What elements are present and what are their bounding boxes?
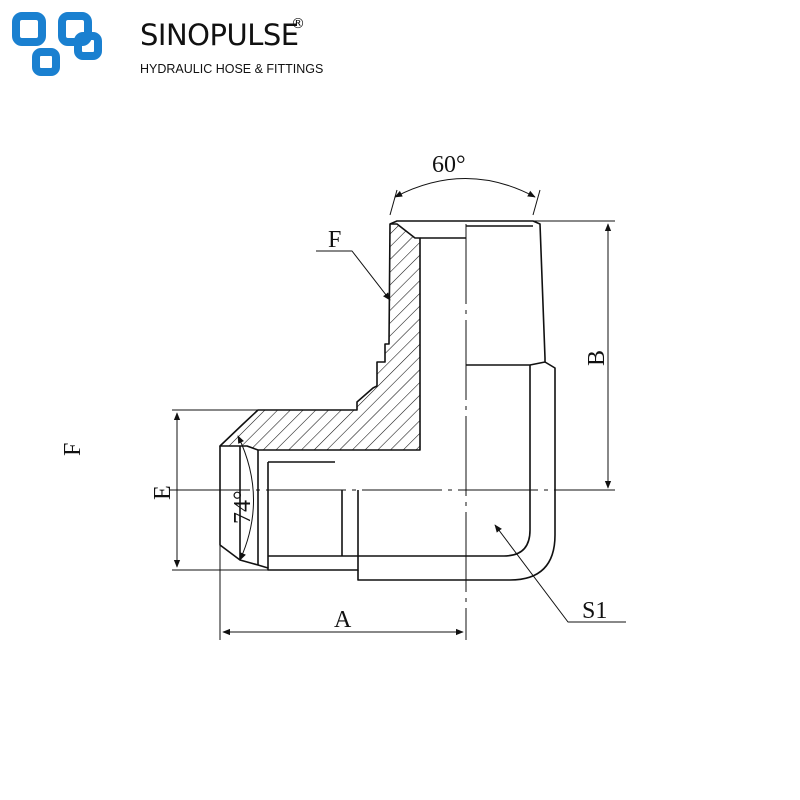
- label-a: A: [334, 607, 352, 633]
- registered-mark: ®: [291, 16, 305, 32]
- label-b: B: [584, 350, 610, 366]
- leader-f: [316, 250, 391, 301]
- brand-tagline: HYDRAULIC HOSE & FITTINGS: [140, 62, 324, 76]
- label-f: F: [328, 227, 341, 253]
- elbow-outer: [357, 361, 556, 581]
- angle-60-label: 60°: [432, 152, 466, 178]
- label-s1: S1: [582, 598, 607, 624]
- stray-mark: F: [60, 443, 86, 456]
- section-hatch: [219, 223, 421, 451]
- label-e: E: [150, 485, 176, 500]
- elbow-inner: [358, 365, 531, 557]
- angle-60-ext-right: [532, 189, 541, 216]
- left-port-outline: [219, 446, 359, 571]
- brand-logo-icon: [12, 12, 102, 76]
- angle-60-ext-left: [389, 189, 398, 216]
- top-port-outline: [389, 220, 546, 366]
- brand-name: SINOPULSE: [140, 18, 299, 52]
- leader-s1: [494, 524, 626, 623]
- angle-74-label: 74°: [230, 490, 256, 524]
- angle-60-arc: [394, 178, 536, 198]
- angle-74-arc: [237, 435, 254, 561]
